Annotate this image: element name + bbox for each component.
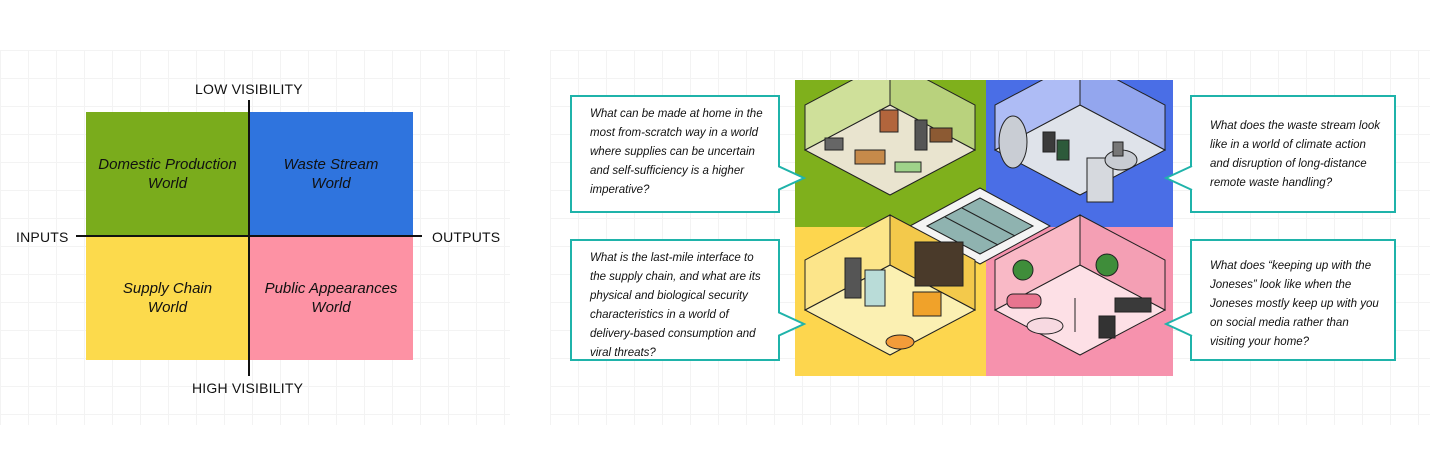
callout-line: Joneses mostly keep up with you bbox=[1210, 298, 1379, 310]
appearances-room-drawing bbox=[993, 214, 1167, 356]
vertical-axis bbox=[248, 100, 250, 376]
waste-room-drawing bbox=[993, 80, 1167, 203]
quadrant-label-line1: Public Appearances bbox=[264, 280, 398, 297]
callout-line: most from-scratch way in a world bbox=[590, 127, 759, 139]
callout-line: viral threats? bbox=[590, 347, 656, 359]
quadrant-label-line1: Domestic Production bbox=[98, 156, 237, 173]
isometric-house-illustration bbox=[795, 80, 1173, 376]
callout-line: What does the waste stream look bbox=[1210, 120, 1381, 132]
supply-room-drawing bbox=[803, 214, 977, 356]
callout-pointer-top-left bbox=[778, 165, 807, 191]
isometric-rooms-drawing bbox=[803, 80, 1167, 356]
callout-pointer-bottom-right bbox=[1164, 311, 1193, 337]
callout-line: What can be made at home in the bbox=[590, 108, 763, 120]
callout-line: Joneses” look like when the bbox=[1210, 279, 1352, 291]
horizontal-axis bbox=[76, 235, 422, 237]
kitchen-room-drawing bbox=[803, 80, 977, 196]
callout-line: characteristics in a world of bbox=[590, 309, 729, 321]
callout-line: physical and biological security bbox=[590, 290, 748, 302]
callout-line: like in a world of climate action bbox=[1210, 139, 1366, 151]
callout-line: where supplies can be uncertain bbox=[590, 146, 755, 158]
callout-line: visiting your home? bbox=[1210, 336, 1310, 348]
callout-domestic-production: What can be made at home in the most fro… bbox=[570, 95, 780, 213]
low-visibility-label: LOW VISIBILITY bbox=[195, 81, 303, 97]
callout-line: delivery-based consumption and bbox=[590, 328, 756, 340]
callout-pointer-bottom-left bbox=[778, 311, 807, 337]
quadrant-label-line2: World bbox=[147, 175, 188, 192]
callout-line: the supply chain, and what are its bbox=[590, 271, 761, 283]
quadrant-label-line1: Supply Chain bbox=[122, 280, 213, 297]
quadrant-label-line2: World bbox=[147, 299, 188, 316]
inputs-label: INPUTS bbox=[16, 229, 69, 245]
callout-public-appearances: What does “keeping up with the Joneses” … bbox=[1190, 239, 1396, 361]
high-visibility-label: HIGH VISIBILITY bbox=[192, 380, 304, 396]
callout-waste-stream: What does the waste stream look like in … bbox=[1190, 95, 1396, 213]
callout-line: on social media rather than bbox=[1210, 317, 1349, 329]
callout-line: remote waste handling? bbox=[1210, 177, 1333, 189]
quadrant-label-line1: Waste Stream bbox=[283, 156, 379, 173]
quadrant-label-line2: World bbox=[311, 299, 351, 316]
callout-pointer-top-right bbox=[1164, 165, 1193, 191]
callout-line: imperative? bbox=[590, 184, 650, 196]
callout-supply-chain: What is the last-mile interface to the s… bbox=[570, 239, 780, 361]
callout-line: and self-sufficiency is a higher bbox=[590, 165, 745, 177]
callout-line: What is the last-mile interface to bbox=[590, 252, 754, 264]
outputs-label: OUTPUTS bbox=[432, 229, 501, 245]
callout-line: What does “keeping up with the bbox=[1210, 260, 1372, 272]
callout-line: and disruption of long-distance bbox=[1210, 158, 1367, 170]
quadrant-label-line2: World bbox=[311, 175, 351, 192]
